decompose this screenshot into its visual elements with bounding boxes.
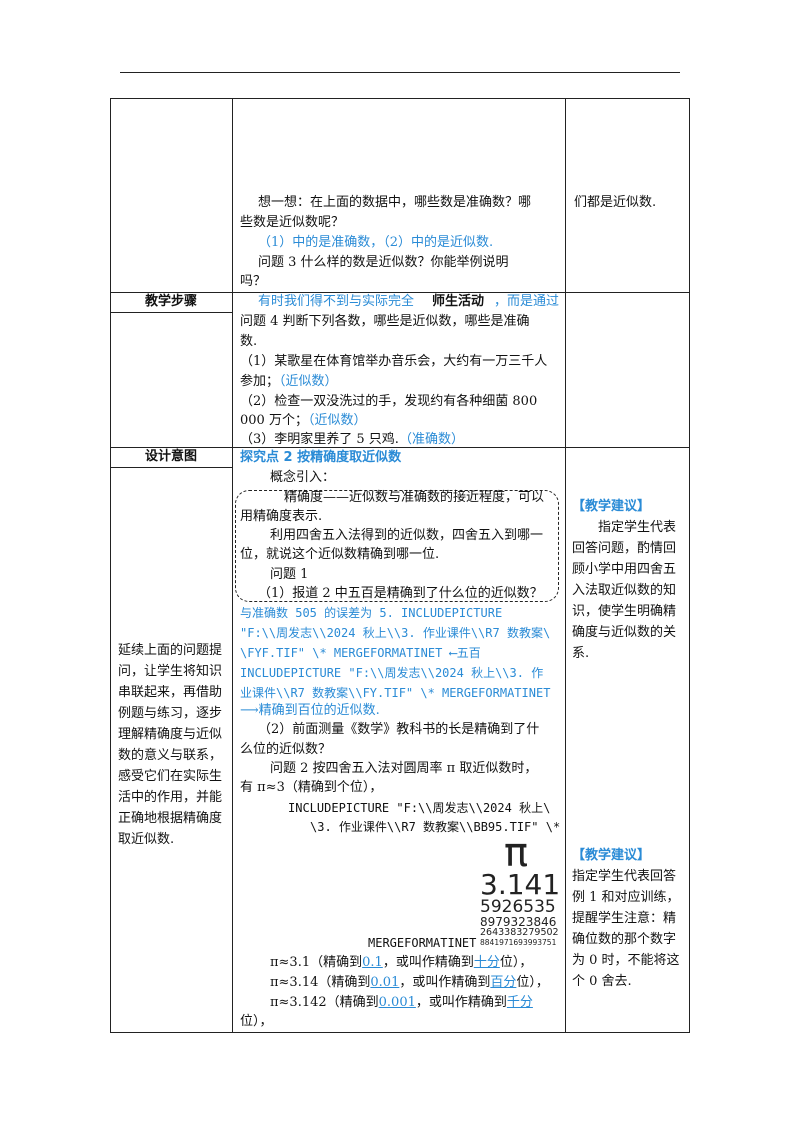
question-4-line-2: 数. (240, 334, 258, 349)
design-intent-note: 延续上面的问题提问，让学生将知识串联起来，再借助例题与练习，逐步理解精确度与近似… (118, 643, 223, 847)
right-column-text: 们都是近似数. (574, 195, 657, 210)
question-1: 问题 1 (270, 567, 309, 582)
table-divider-1 (232, 98, 233, 1033)
pi-digits-3: 8979323846 (480, 915, 557, 929)
suggestion-2-title: 【教学建议】 (572, 848, 651, 863)
field-code-1: 与准确数 505 的误差为 5. INCLUDEPICTURE (240, 606, 503, 620)
row-separator-2 (110, 312, 232, 313)
item-3: （3）李明家里养了 5 只鸡.（准确数） (240, 432, 464, 447)
suggestion-1-title: 【教学建议】 (572, 499, 651, 514)
item-2-answer: （近似数） (307, 413, 367, 428)
pi-digits-4: 2643383279502 (480, 927, 559, 938)
think-line-2: 些数是近似数呢？ (240, 215, 345, 230)
suggestion-1-body: 指定学生代表回答问题，酌情回顾小学中用四舍五入法取近似数的知识，使学生明确精确度… (572, 520, 677, 661)
field-code-5: 业课件\\R7 数教案\\FY.TIF" \* MERGEFORMATINET (240, 686, 551, 700)
field-code-6: ⟶精确到百位的近似数. (240, 703, 380, 718)
blue-text-b: ，而是通过 (494, 294, 560, 309)
include-code-1: INCLUDEPICTURE "F:\\周发志\\2024 秋上\ (288, 801, 551, 815)
row-separator-3 (110, 447, 689, 448)
pi-approx-2: π≈3.14（精确到0.01，或叫作精确到百分位）， (270, 975, 549, 990)
table-border-top (110, 98, 689, 99)
think-line-1: 想一想：在上面的数据中，哪些数是准确数？哪 (258, 195, 532, 210)
concept-1-line-2: 用精确度表示. (240, 509, 323, 524)
header-rule (120, 72, 680, 73)
include-code-3: MERGEFORMATINET (368, 936, 477, 950)
table-border-right (689, 98, 690, 1033)
item-2-line-2: 000 万个；（近似数） (240, 413, 367, 428)
pi-approx-3-tail: 位）， (240, 1014, 273, 1029)
pi-symbol: π (504, 830, 529, 876)
header-activity: 师生活动 (432, 293, 485, 311)
item-1-line-2: 参加；（近似数） (240, 374, 338, 389)
field-code-4: INCLUDEPICTURE "F:\\周发志\\2024 秋上\\3. 作 (240, 666, 544, 680)
teaching-suggestion-2: 【教学建议】 指定学生代表回答例 1 和对应训练，提醒学生注意：精确位数的那个数… (572, 845, 684, 992)
include-code-2: \3. 作业课件\\R7 数教案\\BB95.TIF" \* (310, 820, 561, 834)
question-2-line-2: 有 π≈3（精确到个位）， (240, 780, 383, 795)
concept-2-line-1: 利用四舍五入法得到的近似数，四舍五入到哪一 (270, 528, 544, 543)
question-3-line-2: 吗？ (240, 274, 267, 289)
concept-2-line-2: 位，就说这个近似数精确到哪一位. (240, 547, 440, 562)
row-separator-4 (110, 467, 232, 468)
header-steps: 教学步骤 (144, 294, 197, 309)
question-2-line-1: 问题 2 按四舍五入法对圆周率 π 取近似数时， (270, 761, 538, 776)
field-code-2: "F:\\周发志\\2024 秋上\\3. 作业课件\\R7 数教案\ (240, 626, 551, 640)
pi-image: π 3.141 5926535 8979323846 2643383279502… (480, 830, 562, 947)
pi-approx-1: π≈3.1（精确到0.1，或叫作精确到十分位）， (270, 955, 533, 970)
item-3-answer: （准确数） (398, 432, 464, 447)
table-divider-2 (565, 98, 566, 1033)
pi-digits-2: 5926535 (480, 897, 556, 917)
question-3-line-1: 问题 3 什么样的数是近似数？你能举例说明 (258, 255, 509, 270)
item-1-line-1: （1）某歌星在体育馆举办音乐会，大约有一万三千人 (240, 354, 548, 369)
pi-digits-5: 8841971693993751 (480, 938, 557, 947)
pi-approx-3: π≈3.142（精确到0.001，或叫作精确到千分 (270, 995, 533, 1010)
table-border-left (110, 98, 111, 1033)
field-code-3: \FYF.TIF" \* MERGEFORMATINET ⟵五百 (240, 646, 481, 660)
concept-intro: 概念引入： (270, 470, 336, 485)
arrow-icon: ⟶ (240, 703, 259, 718)
section-title: 探究点 2 按精确度取近似数 (240, 450, 402, 465)
question-4-line-1: 问题 4 判断下列各数，哪些是近似数，哪些是准确 (240, 314, 530, 329)
header-intent: 设计意图 (144, 449, 197, 464)
row-separator-1 (110, 292, 689, 293)
concept-1-line-1: 精确度——近似数与准确数的接近程度，可以 (284, 490, 545, 505)
think-answer: （1）中的是准确数，（2）中的是近似数. (258, 235, 494, 250)
teaching-suggestion-1: 【教学建议】 指定学生代表回答问题，酌情回顾小学中用四舍五入法取近似数的知识，使… (572, 496, 684, 664)
blue-text-a: 有时我们得不到与实际完全 (258, 294, 415, 309)
question-1-part-2-line-2: 么位的近似数？ (240, 742, 332, 757)
table-border-bottom (110, 1032, 689, 1033)
question-1-part-1: （1）报道 2 中五百是精确到了什么位的近似数？ (258, 586, 543, 601)
pi-digits-1: 3.141 (480, 868, 561, 901)
suggestion-2-body: 指定学生代表回答例 1 和对应训练，提醒学生注意：精确位数的那个数字为 0 时，… (572, 869, 680, 989)
concept-dashed-box (235, 490, 559, 602)
arrow-icon: ⟵ (449, 646, 457, 660)
item-1-answer: （近似数） (279, 374, 338, 389)
question-1-part-2-line-1: （2）前面测量《数学》教科书的长是精确到了什 (258, 722, 540, 737)
item-2-line-1: （2）检查一双没洗过的手，发现约有各种细菌 800 (240, 394, 538, 409)
